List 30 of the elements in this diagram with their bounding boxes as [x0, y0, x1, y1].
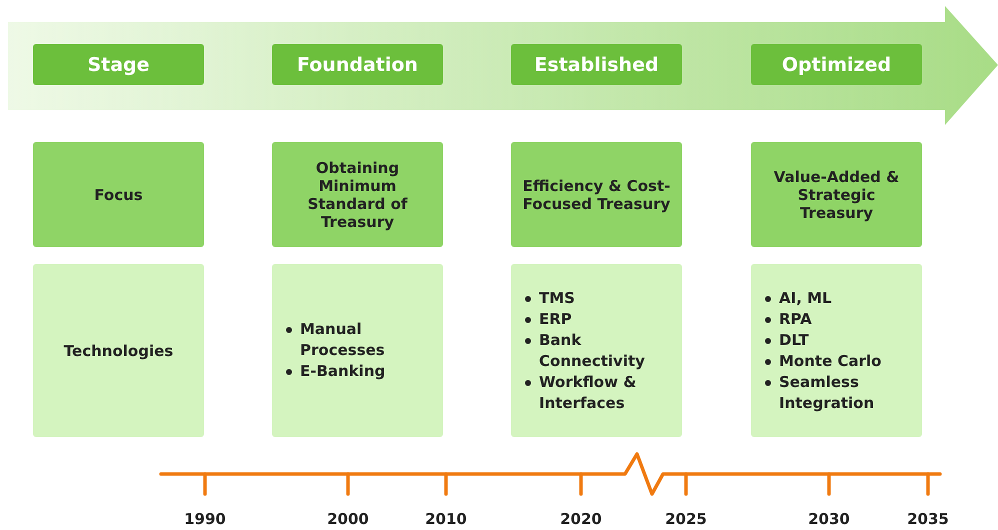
year-label: 2025 [664, 510, 708, 528]
year-label: 2035 [906, 510, 950, 528]
stage-header: Established [511, 44, 682, 85]
bullet-text: Bank Connectivity [539, 330, 646, 372]
year-label: 2010 [424, 510, 468, 528]
bullet-text: ERP [539, 308, 572, 330]
bullet-text: AI, ML [779, 288, 832, 308]
year-label: 2000 [326, 510, 370, 528]
bullet-text: Seamless Integration [779, 372, 876, 414]
year-label: 2030 [807, 510, 851, 528]
technology-box: Technologies [33, 264, 204, 437]
year-label: 1990 [183, 510, 227, 528]
focus-box: Value-Added & Strategic Treasury [751, 142, 922, 247]
bullet-text: E-Banking [300, 361, 386, 382]
technology-box [751, 264, 922, 437]
focus-box: Obtaining Minimum Standard of Treasury [272, 142, 443, 247]
technology-box [511, 264, 682, 437]
focus-box: Efficiency & Cost-Focused Treasury [511, 142, 682, 247]
bullet-text: Manual Processes [300, 319, 386, 361]
bullet-text: RPA [779, 308, 812, 330]
bullet-text: DLT [779, 330, 809, 350]
stage-header: Optimized [751, 44, 922, 85]
bullet-text: Workflow & Interfaces [539, 372, 638, 414]
stage-header: Foundation [272, 44, 443, 85]
year-label: 2020 [559, 510, 603, 528]
bullet-text: Monte Carlo [779, 350, 882, 372]
technology-box [272, 264, 443, 437]
focus-box: Focus [33, 142, 204, 247]
stage-header: Stage [33, 44, 204, 85]
bullet-text: TMS [539, 288, 575, 308]
